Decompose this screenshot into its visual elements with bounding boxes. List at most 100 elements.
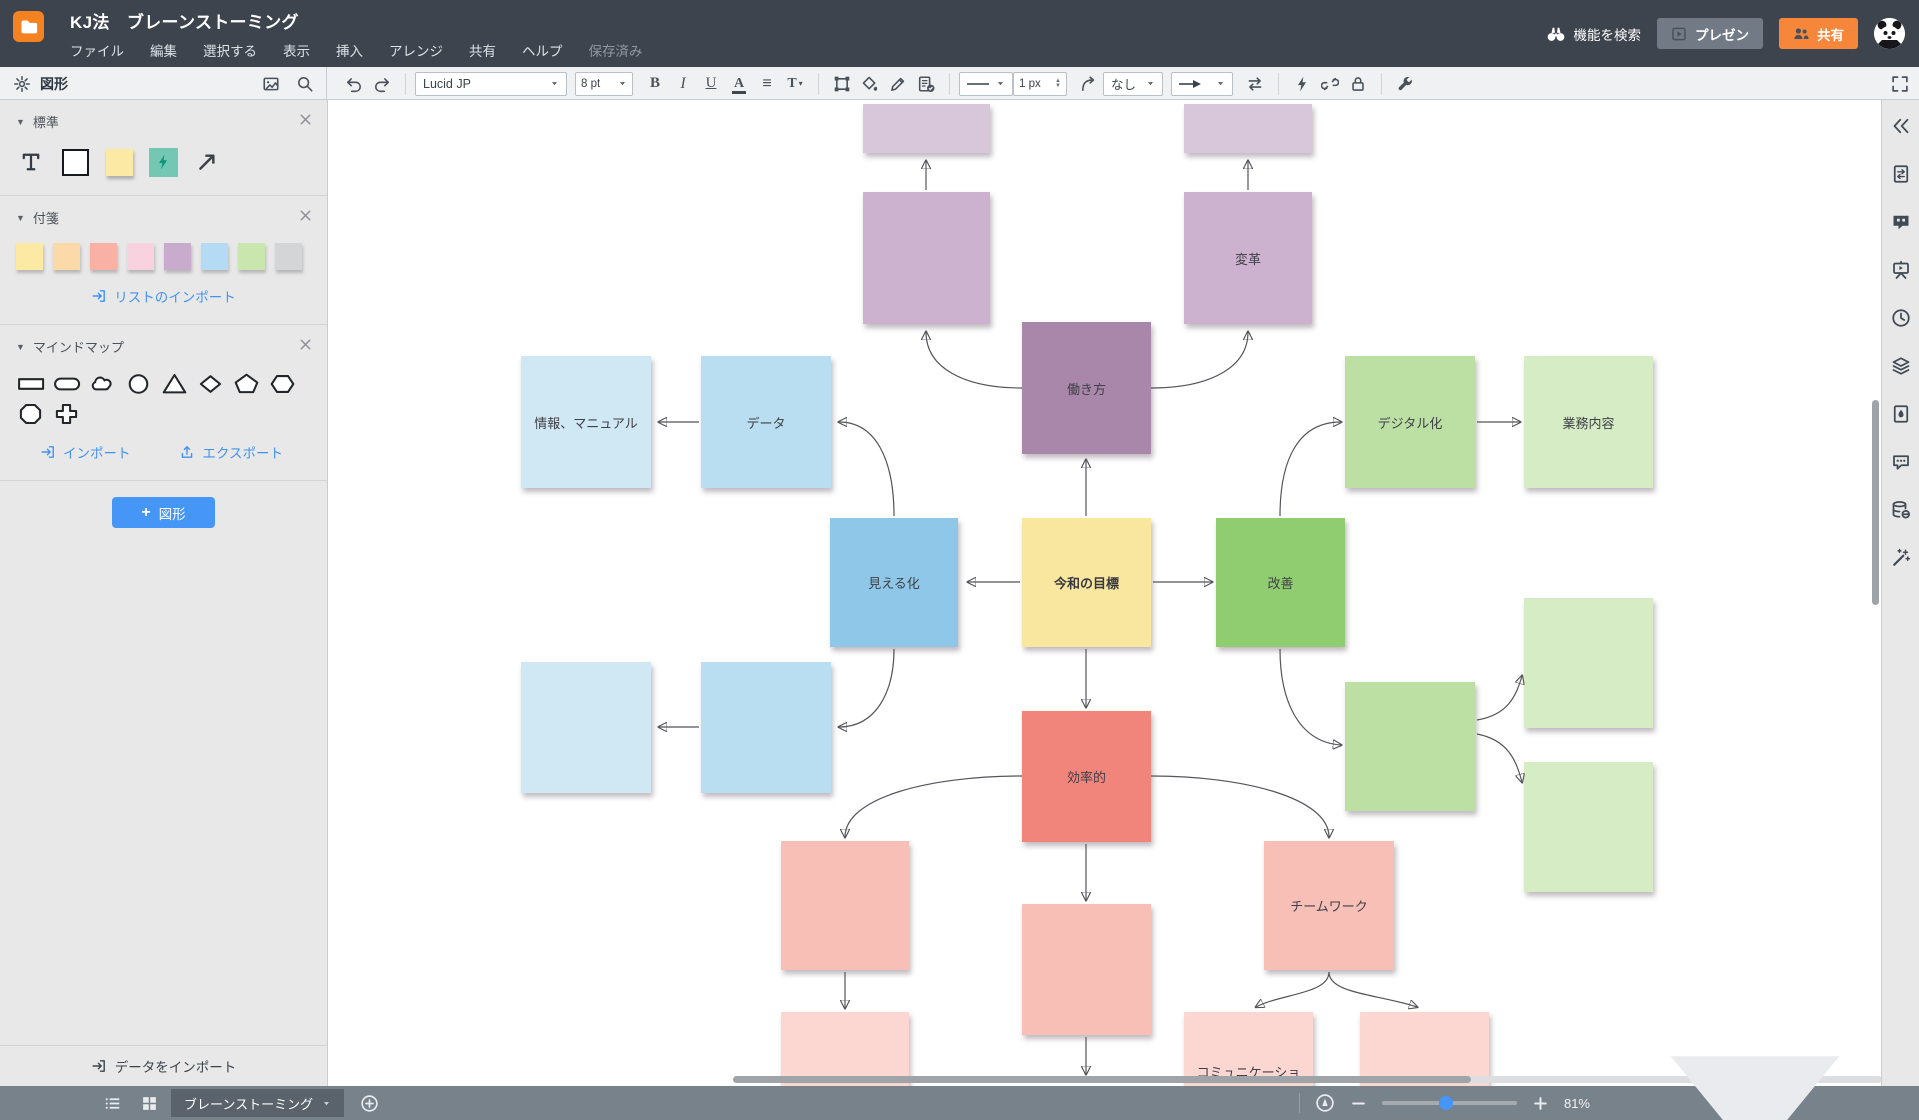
line-shape-button[interactable]	[1075, 71, 1103, 97]
mindmap-shape-diamond[interactable]	[196, 372, 225, 396]
menu-item[interactable]: 選択する	[203, 44, 257, 59]
vertical-scrollbar-thumb[interactable]	[1872, 400, 1879, 605]
connector-mieruka-data[interactable]	[839, 422, 895, 517]
add-shape-button[interactable]: + 図形	[112, 497, 215, 528]
line-start-select[interactable]: なし	[1103, 71, 1163, 96]
font-size-select[interactable]: 8 pt	[575, 71, 633, 96]
sticky-note-data[interactable]: データ	[701, 356, 831, 488]
line-width-select[interactable]: 1 px ▲▼	[1013, 71, 1067, 96]
sticky-note-koritsu[interactable]: 効率的	[1022, 711, 1151, 842]
redo-button[interactable]	[368, 71, 396, 97]
app-logo[interactable]	[13, 11, 44, 42]
data-linking-icon[interactable]	[1891, 500, 1911, 520]
sticky-note-communication[interactable]: コミュニケーショ	[1184, 1012, 1313, 1086]
page-list-icon[interactable]	[104, 1095, 121, 1112]
mindmap-shape-circle[interactable]	[124, 372, 153, 396]
mindmap-shape-hexagon[interactable]	[268, 372, 297, 396]
align-button[interactable]: ≡	[762, 74, 772, 92]
mindmap-shape-triangle[interactable]	[160, 372, 189, 396]
sticky-swatch[interactable]	[16, 243, 43, 270]
mindmap-import-link[interactable]: インポート	[40, 442, 131, 462]
sticky-note-joho-manual[interactable]: 情報、マニュアル	[521, 356, 651, 488]
import-data-link[interactable]: データをインポート	[0, 1045, 327, 1086]
connector-koritsu-pinkleft[interactable]	[845, 775, 1023, 837]
mindmap-shape-rectangle[interactable]	[16, 372, 45, 396]
swap-endpoints-button[interactable]	[1241, 71, 1269, 97]
sticky-note-kaizen[interactable]: 改善	[1216, 518, 1345, 647]
zoom-slider-knob[interactable]	[1438, 1096, 1453, 1110]
quick-actions-button[interactable]	[1288, 71, 1316, 97]
conditional-format-button[interactable]	[912, 71, 940, 97]
collapse-icon[interactable]	[1891, 116, 1911, 136]
sticky-swatch[interactable]	[201, 243, 228, 270]
menu-item[interactable]: 編集	[150, 44, 177, 59]
sticky-note-goal[interactable]: 今和の目標	[1022, 518, 1151, 647]
connector-greenmid-greentop[interactable]	[1476, 676, 1522, 721]
history-icon[interactable]	[1891, 308, 1911, 328]
unlink-button[interactable]	[1316, 71, 1344, 97]
sticky-note-henkaku[interactable]: 変革	[1184, 192, 1312, 324]
feature-search[interactable]: 機能を検索	[1546, 24, 1641, 44]
sticky-note-green-blank-top[interactable]	[1524, 598, 1653, 728]
stepper-icon[interactable]: ▲▼	[1055, 77, 1061, 89]
sticky-note-purple-top-left[interactable]	[863, 104, 990, 153]
caret-down-icon[interactable]	[1605, 953, 1905, 1120]
line-style-select[interactable]	[959, 71, 1013, 96]
connector-kaizen-digital[interactable]	[1279, 422, 1341, 517]
import-list-link[interactable]: リストのインポート	[16, 286, 311, 306]
standard-shape-lightning[interactable]	[148, 147, 178, 177]
sticky-swatch[interactable]	[90, 243, 117, 270]
notes-icon[interactable]	[1891, 212, 1911, 232]
undo-button[interactable]	[340, 71, 368, 97]
mindmap-shape-cloud[interactable]	[88, 372, 117, 396]
sticky-note-teamwork[interactable]: チームワーク	[1264, 841, 1394, 970]
sticky-swatch[interactable]	[53, 243, 80, 270]
close-icon[interactable]	[298, 112, 313, 127]
layers-icon[interactable]	[1891, 356, 1911, 376]
mindmap-shape-pill[interactable]	[52, 372, 81, 396]
sticky-note-pink-blank-left[interactable]	[781, 841, 909, 970]
add-page-icon[interactable]	[360, 1094, 379, 1113]
menu-item[interactable]: ヘルプ	[522, 44, 563, 59]
connector-hatarakikata-henkaku[interactable]	[1150, 332, 1248, 389]
page-tab[interactable]: ブレーンストーミング	[171, 1089, 345, 1117]
line-color-button[interactable]	[884, 71, 912, 97]
standard-shape-arrow[interactable]	[192, 147, 222, 177]
menu-item[interactable]: アレンジ	[389, 44, 443, 59]
text-color-button[interactable]: A	[725, 71, 753, 97]
connector-koritsu-teamwork[interactable]	[1150, 775, 1329, 837]
user-avatar[interactable]	[1874, 18, 1905, 49]
font-select[interactable]: Lucid JP	[415, 71, 567, 96]
comments-icon[interactable]	[1891, 452, 1911, 472]
sticky-note-blue-blank-2[interactable]	[701, 662, 831, 793]
sticky-swatch[interactable]	[127, 243, 154, 270]
collapse-triangle-icon[interactable]: ▼	[16, 212, 25, 223]
search-shapes-icon[interactable]	[296, 75, 314, 93]
zoom-level[interactable]: 81%	[1563, 1095, 1590, 1111]
connector-kaizen-greenmid[interactable]	[1279, 648, 1341, 745]
diagram-canvas[interactable]: 変革働き方情報、マニュアルデータ見える化今和の目標改善デジタル化業務内容効率的チ…	[327, 100, 1881, 1086]
standard-shape-sticky-note[interactable]	[104, 147, 134, 177]
sticky-swatch[interactable]	[238, 243, 265, 270]
sticky-swatch[interactable]	[275, 243, 302, 270]
zoom-slider[interactable]	[1381, 1096, 1517, 1110]
close-icon[interactable]	[298, 337, 313, 352]
sticky-note-pink-light-right[interactable]	[1360, 1012, 1489, 1086]
collapse-triangle-icon[interactable]: ▼	[16, 116, 25, 127]
collapse-triangle-icon[interactable]: ▼	[16, 341, 25, 352]
pan-compass-icon[interactable]	[1315, 1093, 1335, 1113]
shape-frame-button[interactable]	[828, 71, 856, 97]
sticky-note-purple-top-right[interactable]	[1184, 104, 1312, 153]
zoom-in-icon[interactable]	[1532, 1095, 1549, 1112]
zoom-out-icon[interactable]	[1350, 1095, 1367, 1112]
shapes-manager-icon[interactable]	[13, 75, 31, 93]
menu-item[interactable]: 表示	[283, 44, 310, 59]
sticky-note-pink-light-left[interactable]	[781, 1012, 909, 1086]
text-options-button[interactable]: T▾	[787, 75, 803, 91]
fill-color-button[interactable]	[856, 71, 884, 97]
sticky-swatch[interactable]	[164, 243, 191, 270]
sticky-note-pink-blank-mid[interactable]	[1022, 904, 1151, 1035]
line-end-select[interactable]	[1171, 71, 1233, 96]
sticky-note-hatarakikata[interactable]: 働き方	[1022, 322, 1151, 454]
magic-wand-icon[interactable]	[1891, 548, 1911, 568]
